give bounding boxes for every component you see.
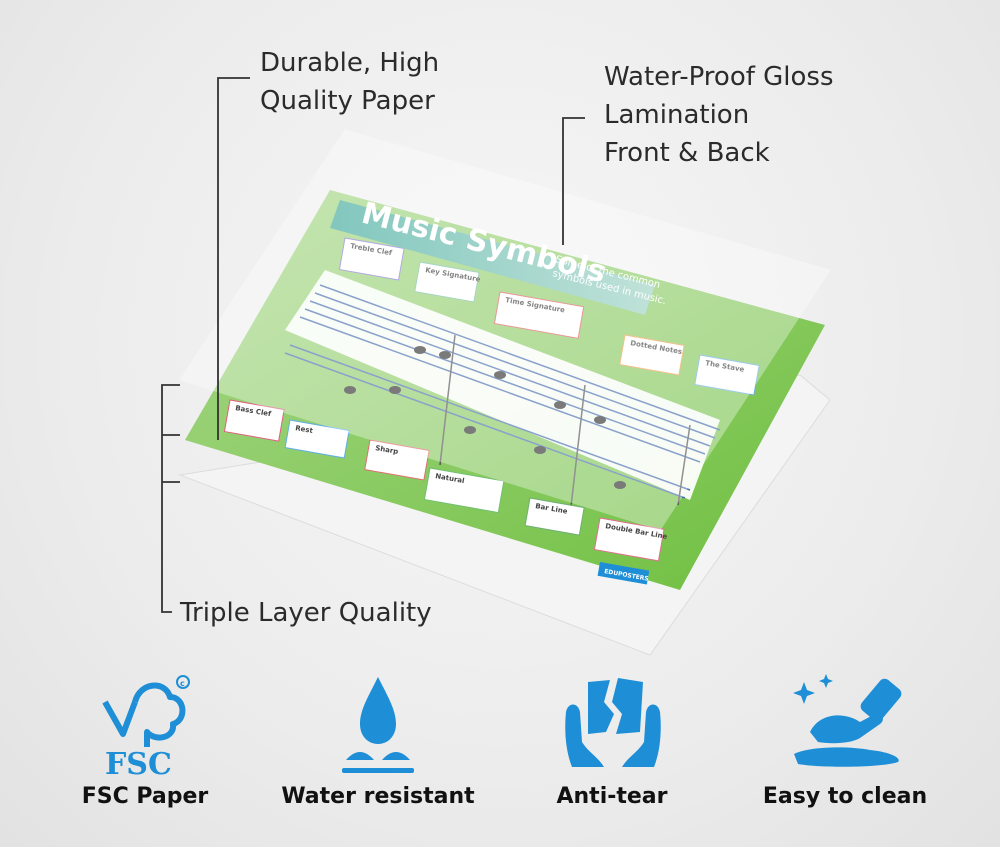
durable-line-2: Quality Paper (260, 86, 435, 116)
fsc-icon: c FSC (95, 672, 195, 786)
gloss-line-1: Water-Proof Gloss (604, 62, 834, 92)
gloss-callout: Water-Proof Gloss Lamination Front & Bac… (604, 58, 834, 172)
cleaning-icon (790, 672, 910, 776)
label-rest: Rest (295, 424, 314, 435)
water-drop-icon (338, 672, 418, 786)
callout-lines (161, 77, 585, 613)
svg-text:c: c (180, 679, 185, 688)
staff-lines (284, 284, 721, 499)
durable-callout: Durable, High Quality Paper (260, 44, 439, 120)
feature-label-fsc: FSC Paper (81, 784, 209, 809)
staff-area (285, 270, 720, 500)
feature-label-water: Water resistant (281, 784, 475, 809)
poster-layers-svg: Music Symbols Some of the common symbols… (161, 77, 831, 656)
bar-lines (439, 334, 691, 516)
gloss-line-3: Front & Back (604, 138, 770, 168)
title-banner (330, 200, 655, 315)
music-notes (344, 346, 626, 489)
layered-poster-illustration: Music Symbols Some of the common symbols… (161, 77, 831, 656)
feature-label-clean: Easy to clean (762, 784, 928, 809)
anti-tear-icon (558, 672, 668, 776)
durable-line-1: Durable, High (260, 48, 440, 78)
brand-badge (597, 561, 650, 585)
poster-label-boxes (223, 237, 760, 562)
feature-label-anti-tear: Anti-tear (556, 784, 668, 809)
triple-callout: Triple Layer Quality (180, 598, 432, 628)
fsc-mark: FSC (105, 747, 172, 782)
gloss-layer-sheet (179, 129, 831, 531)
label-sharp: Sharp (375, 444, 399, 456)
gloss-line-2: Lamination (604, 100, 750, 130)
